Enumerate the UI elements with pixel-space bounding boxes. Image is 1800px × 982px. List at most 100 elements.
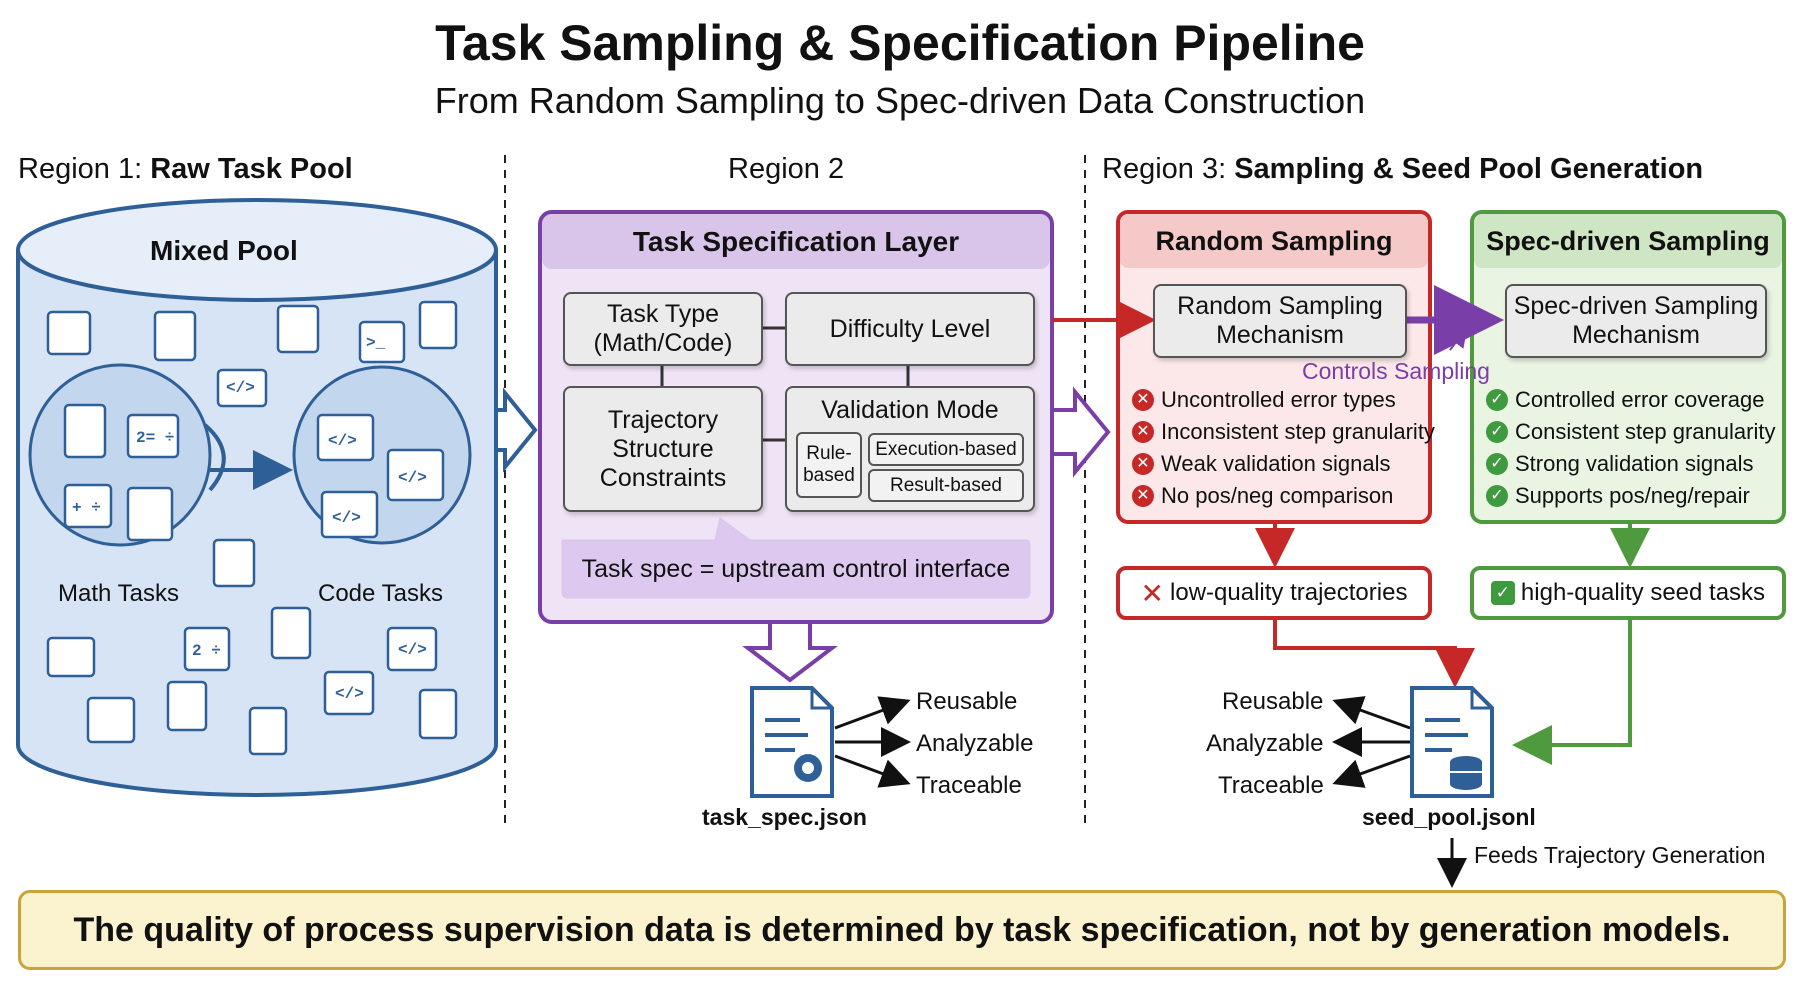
list-item: ✓Supports pos/neg/repair (1486, 480, 1775, 512)
conclusion-banner: The quality of process supervision data … (18, 890, 1786, 970)
check-icon: ✓ (1486, 389, 1508, 411)
task-spec-output-analyzable: Analyzable (916, 730, 1034, 757)
controls-sampling-pointer (1447, 326, 1468, 351)
spec-sampling-title: Spec-driven Sampling (1486, 225, 1770, 256)
svg-text:</>: </> (398, 469, 427, 487)
check-icon: ✓ (1486, 485, 1508, 507)
math-symbols-icon (63, 483, 113, 529)
list-item: ✕No pos/neg comparison (1132, 480, 1435, 512)
task-spec-output-traceable: Traceable (916, 772, 1022, 799)
list-document-icon (270, 606, 312, 660)
seed-output-reusable: Reusable (1222, 688, 1324, 715)
random-sampling-title: Random Sampling (1155, 225, 1393, 256)
list-item: ✕Inconsistent step granularity (1132, 416, 1435, 448)
math-tasks-label: Math Tasks (58, 580, 179, 607)
spec-note: Task spec = upstream control interface (581, 554, 1011, 583)
document-edit-icon (276, 304, 320, 354)
monitor-code-icon (216, 368, 268, 408)
spec-benefits-list: ✓Controlled error coverage ✓Consistent s… (1486, 384, 1775, 512)
math-to-code-arrow (203, 423, 285, 490)
low-quality-to-seed-arrow (1273, 618, 1475, 688)
spec-note-callout (561, 517, 1031, 599)
spec-to-region3-arrow (1050, 386, 1111, 478)
seed-pool-filename: seed_pool.jsonl (1362, 804, 1536, 830)
cross-icon: ✕ (1140, 577, 1165, 609)
check-box-icon: ✓ (1490, 581, 1515, 605)
spec-layer-title: Task Specification Layer (632, 225, 960, 257)
dashboard-gear-icon (46, 310, 92, 356)
task-spec-filename: task_spec.json (702, 804, 867, 830)
calculator-icon (418, 688, 458, 740)
spec-layer-header (542, 214, 1050, 269)
random-mechanism-box: Random Sampling Mechanism (1153, 284, 1407, 358)
svg-text:+ ÷: + ÷ (72, 499, 101, 517)
cross-icon: ✕ (1132, 421, 1154, 443)
code-window-icon (316, 413, 375, 462)
random-issues-list: ✕Uncontrolled error types ✕Inconsistent … (1132, 384, 1435, 512)
region3-label: Region 3: Sampling & Seed Pool Generatio… (1102, 153, 1704, 185)
formula-document-icon (212, 538, 256, 588)
controls-sampling-label: Controls Sampling (1302, 358, 1490, 384)
svg-text:</>: </> (328, 432, 357, 450)
svg-text:</>: </> (226, 379, 255, 397)
list-item: ✕Uncontrolled error types (1132, 384, 1435, 416)
checklist-icon (153, 310, 197, 362)
formula-window-icon (86, 696, 136, 744)
list-item: ✓Controlled error coverage (1486, 384, 1775, 416)
math-symbols-icon (126, 413, 180, 459)
calculator-icon (166, 680, 208, 732)
list-item: ✕Weak validation signals (1132, 448, 1435, 480)
check-icon: ✓ (1486, 453, 1508, 475)
svg-text:>_: >_ (366, 334, 386, 352)
spec-to-file-arrow (742, 620, 838, 683)
seed-output-analyzable: Analyzable (1206, 730, 1324, 757)
svg-text:</>: </> (335, 685, 364, 703)
pool-to-spec-arrow (494, 387, 538, 473)
svg-text:2 ÷: 2 ÷ (192, 642, 221, 660)
math-symbols-icon (183, 626, 231, 672)
calculator-icon (248, 706, 288, 756)
trajectory-constraints-box: Trajectory Structure Constraints (563, 386, 763, 512)
high-quality-to-seed-arrow (1512, 618, 1632, 765)
calculator-icon (126, 486, 174, 542)
seed-output-traceable: Traceable (1218, 772, 1324, 799)
difficulty-level-box: Difficulty Level (785, 292, 1035, 366)
code-window-icon (386, 626, 438, 672)
validation-mode-title: Validation Mode (821, 396, 999, 424)
execution-based-box: Execution-based (868, 433, 1024, 466)
list-item: ✓Strong validation signals (1486, 448, 1775, 480)
task-spec-output-reusable: Reusable (916, 688, 1018, 715)
math-tasks-circle (28, 363, 212, 547)
code-window-icon (323, 670, 375, 716)
feeds-label: Feeds Trajectory Generation (1474, 842, 1766, 868)
result-based-box: Result-based (868, 469, 1024, 502)
svg-text:2= ÷: 2= ÷ (136, 429, 174, 447)
mixed-pool-title: Mixed Pool (150, 235, 298, 266)
code-window-icon (320, 490, 379, 539)
cross-icon: ✕ (1132, 485, 1154, 507)
page-subtitle: From Random Sampling to Spec-driven Data… (434, 80, 1366, 121)
task-spec-file-icon (750, 686, 834, 798)
random-sampling-header (1120, 214, 1428, 268)
code-window-icon (386, 448, 445, 502)
check-icon: ✓ (1486, 421, 1508, 443)
svg-text:</>: </> (332, 509, 361, 527)
spec-sampling-header (1474, 214, 1782, 268)
high-quality-label: ✓high-quality seed tasks (1472, 568, 1784, 618)
code-tasks-label: Code Tasks (318, 580, 443, 607)
calculator-icon (63, 403, 107, 459)
svg-text:</>: </> (398, 641, 427, 659)
cross-icon: ✕ (1132, 389, 1154, 411)
low-quality-label: ✕low-quality trajectories (1140, 577, 1408, 609)
terminal-icon (358, 320, 406, 364)
rule-based-box: Rule-based (796, 432, 862, 498)
list-item: ✓Consistent step granularity (1486, 416, 1775, 448)
region1-label: Region 1: Raw Task Pool (18, 153, 353, 185)
task-type-box: Task Type (Math/Code) (563, 292, 763, 366)
monitor-gear-icon (46, 636, 96, 678)
list-document-icon (418, 300, 458, 350)
cross-icon: ✕ (1132, 453, 1154, 475)
spec-mechanism-box: Spec-driven Sampling Mechanism (1505, 284, 1767, 358)
seed-pool-file-icon (1410, 686, 1494, 798)
